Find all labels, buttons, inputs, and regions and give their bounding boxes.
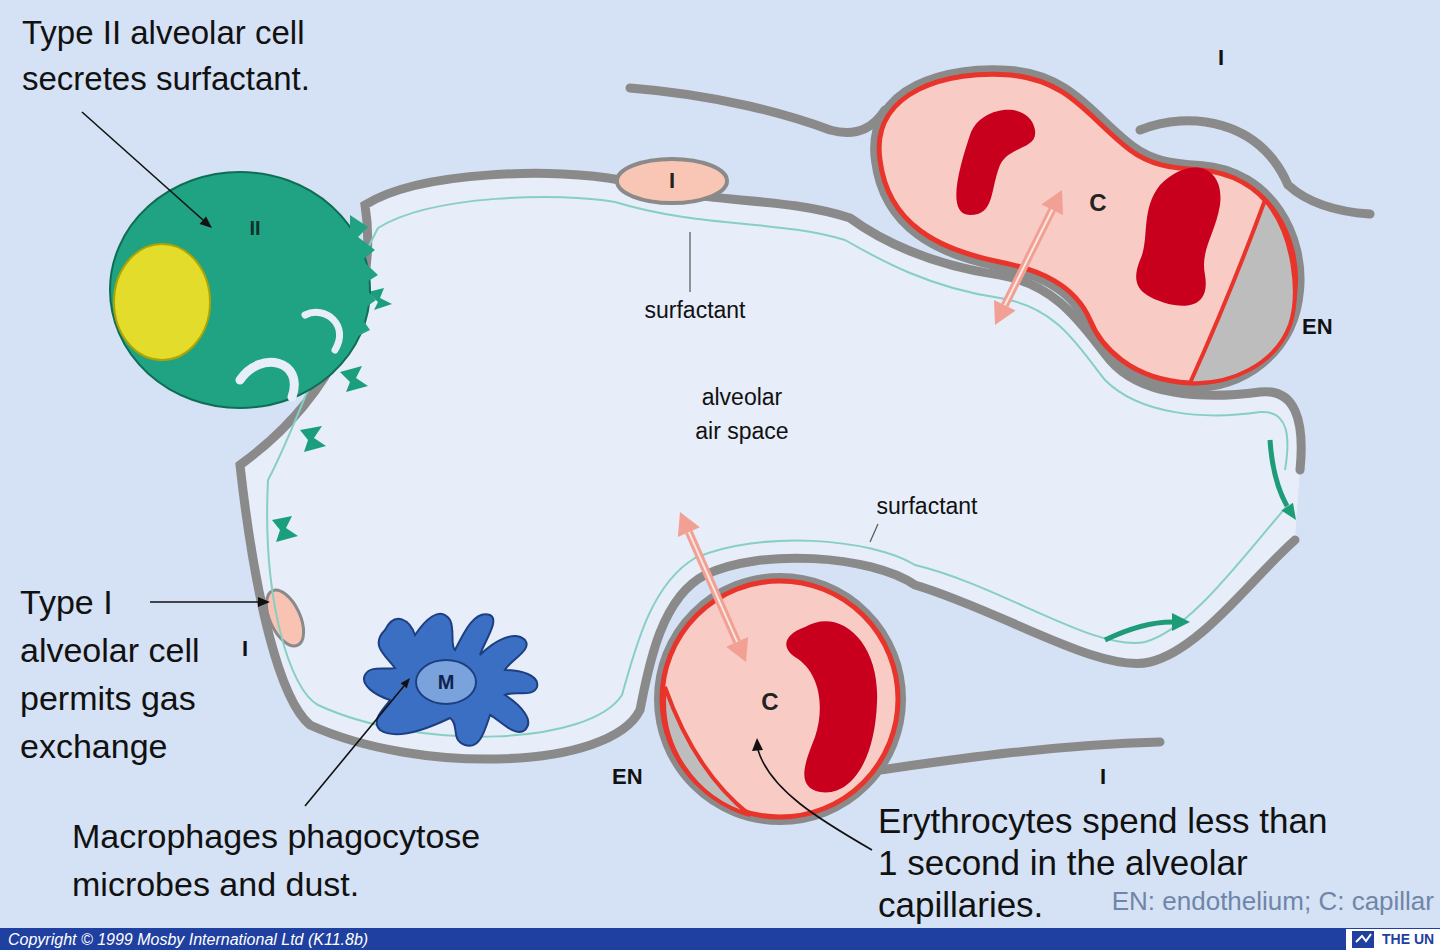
cell-letter: I [242, 636, 248, 662]
capillary-wall [662, 581, 898, 817]
cell-letter: C [761, 688, 778, 716]
cell-body [110, 172, 370, 408]
capillary-lumen [879, 74, 1295, 383]
erythrocyte [956, 110, 1035, 215]
erythrocyte [1136, 168, 1220, 306]
capillary: C [655, 572, 910, 827]
nucleus [416, 660, 476, 704]
cell-letter: I [1218, 45, 1224, 71]
secretion-channel [305, 312, 340, 350]
part-label: EN [1302, 314, 1333, 340]
type-i-cell: I [610, 152, 735, 210]
logo-icon [1352, 931, 1374, 948]
secretion-channel [240, 362, 294, 397]
gas-exchange-arrow-core [1005, 210, 1052, 306]
gas-exchange-arrow [689, 532, 737, 642]
gas-exchange-arrow [1005, 210, 1052, 306]
surfactant-granule [300, 426, 326, 452]
capillary-lumen [662, 581, 898, 817]
airflow-arrow [1105, 622, 1172, 640]
abbreviation-note: EN: endothelium; C: capillar [1112, 886, 1434, 916]
region-label: alveolar air space [692, 380, 792, 448]
gas-exchange-arrowhead [678, 512, 700, 537]
endothelium [664, 687, 750, 815]
leader-arrowhead [200, 216, 212, 228]
callout-text: Macrophages phagocytose microbes and dus… [72, 812, 542, 908]
gas-exchange-arrowhead [1041, 190, 1063, 215]
leader-line [689, 232, 690, 292]
part-label: surfactant [640, 296, 750, 324]
leader-line [82, 112, 203, 220]
callout-text: Type I alveolar cell permits gas exchang… [20, 578, 230, 770]
capillary-wall [879, 74, 1295, 383]
cell-letter: I [669, 168, 675, 194]
surfactant-granule [272, 516, 298, 542]
capillary-shape [870, 65, 1305, 395]
airflow-arrowhead [1172, 613, 1190, 631]
surfactant-granule [340, 366, 368, 392]
leader-line [758, 750, 872, 850]
leader-line [870, 524, 878, 542]
erythrocyte [786, 621, 877, 792]
footer-bar [0, 928, 1440, 950]
outer-wall [630, 88, 885, 132]
cell-letter: I [1100, 764, 1106, 790]
type-ii-cell-shape [100, 165, 380, 415]
macrophage: M [355, 590, 550, 765]
cell-fringe [350, 215, 378, 340]
gas-exchange-arrowhead [726, 637, 748, 662]
leader-arrowhead [752, 738, 763, 751]
gas-exchange-arrowhead [994, 300, 1016, 325]
type-i-cell [259, 584, 312, 651]
leader-line [305, 686, 404, 806]
capillary-shape [655, 572, 910, 827]
outer-wall [880, 742, 1160, 770]
part-label: surfactant [872, 492, 982, 520]
capillary: C [870, 65, 1305, 395]
nucleus [114, 244, 210, 360]
gas-exchange-arrow-core [689, 532, 737, 642]
type-ii-cell: II [100, 165, 380, 415]
airflow-arrowhead [1281, 503, 1296, 520]
cell-body [617, 159, 727, 203]
cell-letter: M [438, 671, 455, 694]
cell-letter: C [1089, 189, 1106, 217]
copyright-note: Copyright © 1999 Mosby International Ltd… [8, 930, 368, 949]
leader-arrowhead [401, 678, 410, 688]
logo-mark [1356, 934, 1371, 942]
logo-box [1346, 929, 1440, 950]
logo-text: THE UN [1382, 931, 1434, 948]
cell-letter: II [249, 217, 260, 240]
callout-text: Type II alveolar cell secretes surfactan… [22, 10, 362, 102]
airflow-arrow [1270, 440, 1287, 506]
leader-arrowhead [258, 597, 270, 607]
macrophage-body [364, 614, 537, 746]
part-label: EN [612, 764, 643, 790]
leader-line [150, 601, 260, 603]
